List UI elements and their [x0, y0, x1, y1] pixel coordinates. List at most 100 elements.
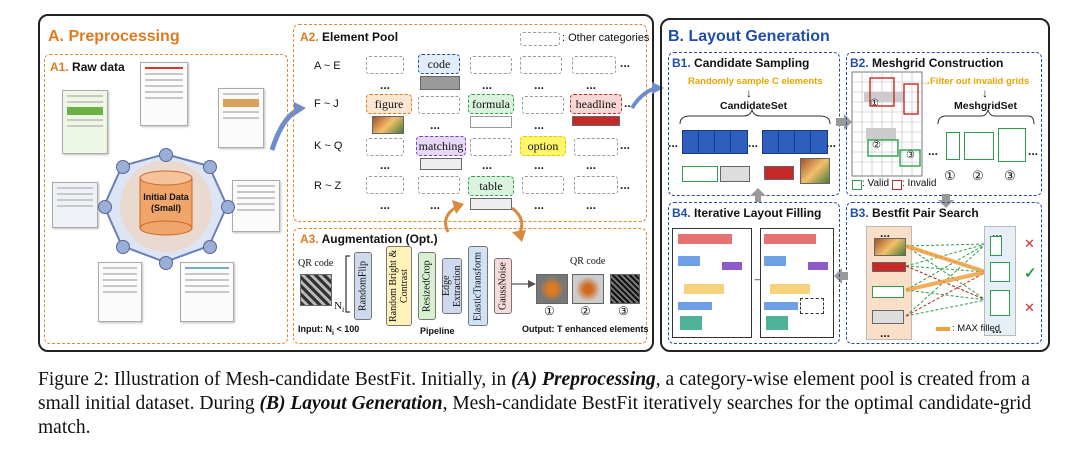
sample-gray: [720, 166, 750, 182]
grid-marker-2: ②: [872, 140, 881, 151]
raw-doc-2: [140, 62, 188, 126]
ellipsis: ...: [586, 158, 597, 172]
meshgrid-num-1: ①: [944, 168, 956, 183]
raw-doc-7: [180, 262, 234, 322]
raw-doc-5: [232, 180, 280, 232]
pipeline-label: Pipeline: [420, 326, 455, 336]
other-categories-legend: : Other categories: [562, 32, 650, 44]
invalid-legend-swatch: [892, 180, 902, 190]
network-node: [98, 200, 112, 214]
down-arrow-icon: ↓: [982, 86, 988, 100]
output-number-2: ②: [580, 304, 591, 318]
network-node: [203, 160, 217, 174]
layout-page-2: [760, 228, 834, 338]
raw-data-title: A1. Raw data: [50, 60, 125, 74]
table-element: table: [468, 176, 514, 196]
pool-cell: [522, 96, 564, 114]
layout-block: [678, 234, 732, 244]
layout-block: [678, 256, 700, 266]
pool-cell: [366, 176, 404, 194]
row-label-a-e: A ~ E: [314, 60, 341, 72]
pool-cell: [366, 56, 404, 74]
candidate-cube: [730, 130, 748, 154]
pool-cell: [366, 138, 404, 156]
bestfit-green: [872, 286, 904, 298]
layout-filling-title: B4. Iterative Layout Filling: [672, 206, 822, 220]
ni-label: Ni: [334, 300, 345, 315]
input-note: Input: Ni < 100: [298, 324, 360, 337]
candidate-sampling-note: Randomly sample C elements: [688, 76, 823, 87]
ellipsis: ...: [534, 118, 545, 132]
candidate-set-label: CandidateSet: [720, 100, 788, 112]
valid-legend-swatch: [852, 180, 862, 190]
formula-element: formula: [468, 94, 514, 114]
database-label: Initial Data (Small): [143, 192, 189, 213]
pool-cell: [520, 56, 562, 74]
meshgrid-candidate-3: [998, 128, 1026, 162]
ellipsis: ...: [620, 178, 631, 192]
pool-cell: [572, 56, 616, 74]
pool-cell: [418, 96, 460, 114]
option-element: option: [520, 136, 566, 156]
formula-thumb: [470, 116, 512, 128]
preprocessing-panel: [38, 14, 654, 352]
candidate-cube: [810, 130, 828, 154]
preprocessing-title: A. Preprocessing: [48, 28, 180, 45]
raw-doc-3: [218, 88, 264, 148]
output-number-1: ①: [544, 304, 555, 318]
layout-block: [770, 284, 810, 294]
grid-marker-1: ①: [870, 98, 879, 109]
table-thumb: [470, 198, 512, 210]
bestfit-accept-icon: ✓: [1024, 265, 1037, 282]
output-note: Output: T enhanced elements: [522, 324, 649, 334]
ellipsis: ...: [620, 138, 631, 152]
raw-doc-4: [52, 182, 98, 228]
pool-cell: [522, 176, 564, 194]
layout-block: [764, 302, 798, 310]
network-node: [116, 160, 130, 174]
layout-block: [680, 316, 702, 330]
valid-legend-label: : Valid: [862, 178, 890, 189]
network-node: [221, 200, 235, 214]
output-image-2: [572, 274, 604, 304]
layout-block: [808, 262, 828, 270]
sample-red: [764, 166, 794, 180]
output-qr-label: QR code: [570, 256, 606, 267]
network-node: [203, 240, 217, 254]
max-filled-legend: : MAX filled: [952, 323, 1001, 334]
input-qr-image: [300, 274, 332, 306]
output-image-3: [610, 274, 640, 304]
layout-generation-panel: [660, 18, 1050, 352]
ellipsis: ...: [880, 226, 891, 240]
ellipsis: ...: [826, 136, 837, 150]
figure-element: figure: [366, 94, 412, 114]
sample-green: [682, 166, 718, 182]
matching-thumb: [420, 158, 462, 170]
meshgrid-num-2: ②: [972, 168, 984, 183]
layout-generation-title: B. Layout Generation: [668, 28, 830, 45]
ellipsis: ...: [380, 158, 391, 172]
code-thumb: [420, 76, 460, 90]
other-category-cell: [520, 32, 560, 46]
ellipsis: ...: [1028, 144, 1039, 158]
input-qr-label: QR code: [298, 258, 334, 269]
code-element: code: [418, 54, 460, 74]
ellipsis: ...: [668, 136, 679, 150]
figure-caption: Figure 2: Illustration of Mesh-candidate…: [38, 369, 1032, 438]
meshgrid-set-label: MeshgridSet: [954, 100, 1018, 112]
ellipsis: ...: [748, 136, 759, 150]
pool-cell: [574, 176, 618, 194]
network-node: [116, 240, 130, 254]
bestfit-reject-icon-1: ✕: [1024, 236, 1035, 251]
row-label-f-j: F ~ J: [314, 98, 339, 110]
meshgrid-note: Filter out invalid grids: [930, 76, 1030, 87]
